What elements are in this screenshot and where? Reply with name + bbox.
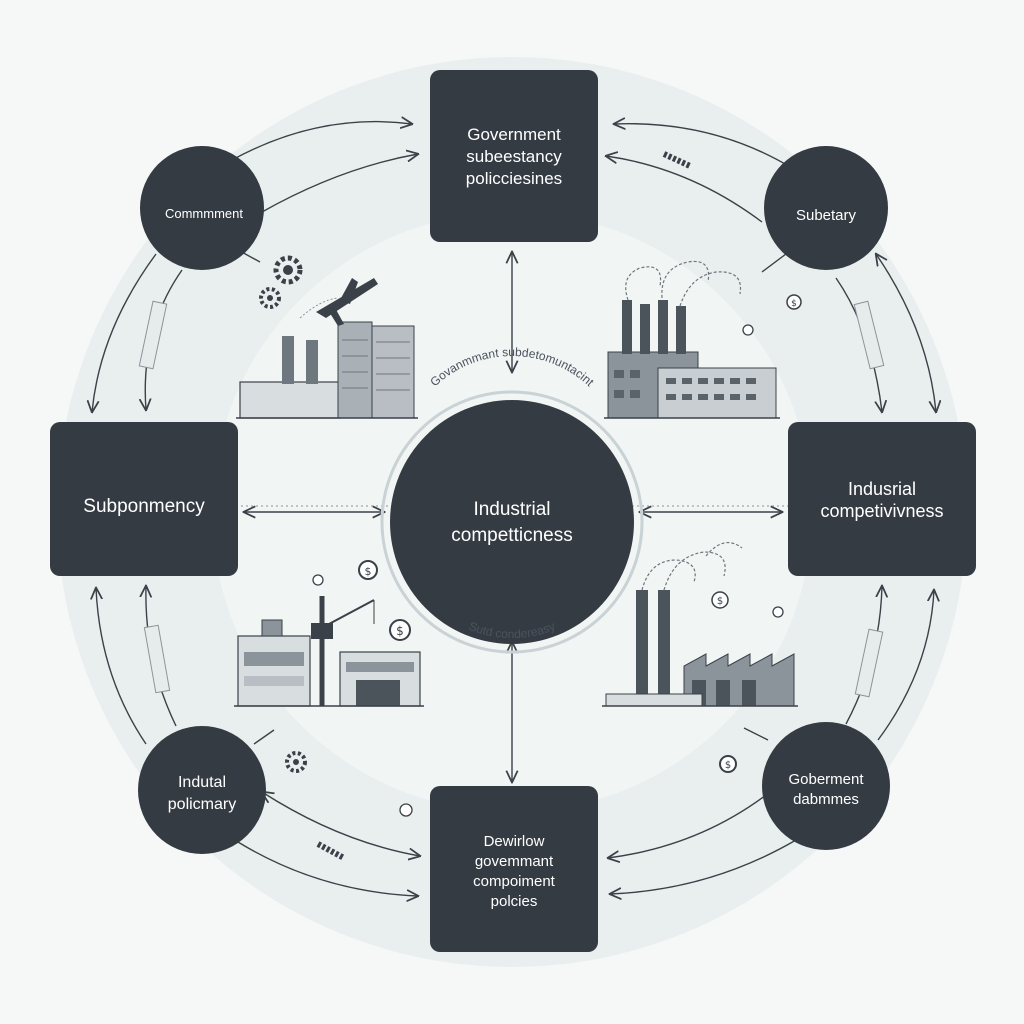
dollar-coin-icon-6 — [399, 803, 413, 817]
gear-icon-2 — [259, 287, 281, 309]
node-left-box[interactable] — [50, 422, 238, 576]
dollar-coin-icon-7: $ — [711, 591, 729, 609]
left-label-line: Subponmency — [83, 496, 205, 517]
node-top-right-label: Subetary — [796, 207, 857, 224]
node-bottom-right-circle[interactable] — [762, 722, 890, 850]
smoke-icon-bottom-right — [641, 541, 743, 591]
connectors — [92, 122, 936, 896]
node-bottom-left-circle[interactable] — [138, 726, 266, 854]
gear-icon-3 — [285, 751, 307, 773]
arrow-tl-top-2 — [261, 154, 418, 213]
connector-tick-2 — [253, 729, 275, 745]
node-top-label: Government subeestancy policciesines — [466, 125, 562, 188]
svg-text:$: $ — [791, 299, 797, 309]
node-bottom-left-label: Indutal policmary — [168, 774, 236, 813]
factory-icon-top-left — [236, 321, 418, 419]
center-label-line: Industrial — [473, 499, 550, 520]
node-top-box[interactable] — [430, 70, 598, 242]
node-left-label: Subponmency — [83, 496, 205, 517]
top-label-line: Government — [467, 125, 561, 144]
node-right-box[interactable] — [788, 422, 976, 576]
node-top-right-circle[interactable] — [764, 146, 888, 270]
node-bottom-right-label: Goberment dabmmes — [788, 771, 864, 808]
node-top-left-circle[interactable] — [140, 146, 264, 270]
svg-text:$: $ — [396, 624, 404, 638]
arrow-top-tr-1 — [614, 124, 793, 169]
bottom-label-line: compoiment — [473, 873, 556, 890]
arrow-tl-left-1 — [92, 253, 157, 412]
gear-icon-1 — [273, 255, 303, 285]
node-bottom-box[interactable] — [430, 786, 598, 952]
bottom-label-line: polcies — [491, 893, 538, 910]
node-center-label: Industrial competticness — [451, 499, 572, 546]
node-top-left-label: Commmment — [165, 206, 243, 221]
bottom-right-label-line: dabmmes — [793, 791, 859, 808]
dollar-coin-icon-8 — [772, 606, 784, 618]
arrow-tr-right-1 — [876, 254, 936, 412]
center-label-line: competticness — [451, 525, 572, 546]
right-label-line: Indusrial — [848, 479, 916, 499]
top-right-label-line: Subetary — [796, 207, 857, 224]
dollar-coin-icon-9: $ — [719, 755, 737, 773]
arrow-br-bottom-1 — [608, 791, 771, 858]
arrow-br-bottom-2 — [610, 839, 797, 894]
bottom-right-label-line: Goberment — [788, 771, 864, 788]
arrow-left-bl-1 — [96, 588, 147, 745]
dollar-coin-icon-1: $ — [786, 294, 802, 310]
bottom-label-line: govemmant — [475, 853, 554, 870]
airplane-icon — [299, 278, 378, 326]
arrow-top-tr-2 — [606, 156, 763, 223]
crane-icon — [311, 596, 375, 706]
svg-text:$: $ — [717, 596, 723, 607]
node-center-ring — [380, 390, 644, 654]
smoke-icon-top-right — [625, 260, 742, 307]
node-bottom-label: Dewirlow govemmant compoiment polcies — [473, 833, 556, 910]
arrow-tl-top-1 — [231, 122, 412, 161]
dollar-coin-icon-5 — [312, 574, 324, 586]
factory-icon-top-right — [604, 300, 780, 419]
arrow-right-br-1 — [877, 590, 934, 741]
dollar-coin-icon-2 — [742, 324, 754, 336]
right-label-line: competivivness — [820, 501, 943, 521]
arrow-bl-bottom-2 — [237, 841, 418, 896]
connector-tick-1 — [761, 253, 787, 273]
svg-text:$: $ — [725, 760, 731, 771]
svg-text:$: $ — [365, 565, 372, 578]
factory-icon-bottom-left — [234, 619, 424, 707]
dollar-coin-icon-4: $ — [389, 619, 411, 641]
node-center-circle[interactable] — [390, 400, 634, 644]
arrow-hatch-decor — [138, 151, 885, 861]
arrow-bl-bottom-1 — [262, 792, 420, 856]
top-label-line: policciesines — [466, 169, 562, 188]
bottom-left-label-line: Indutal — [178, 774, 226, 791]
bottom-label-line: Dewirlow — [484, 833, 545, 850]
bottom-left-label-line: policmary — [168, 796, 236, 813]
factory-icon-bottom-right — [602, 590, 798, 707]
top-label-line: subeestancy — [466, 147, 562, 166]
dollar-coin-icon-3: $ — [358, 560, 378, 580]
top-left-label-line: Commmment — [165, 206, 243, 221]
connector-tick-3 — [743, 727, 769, 741]
